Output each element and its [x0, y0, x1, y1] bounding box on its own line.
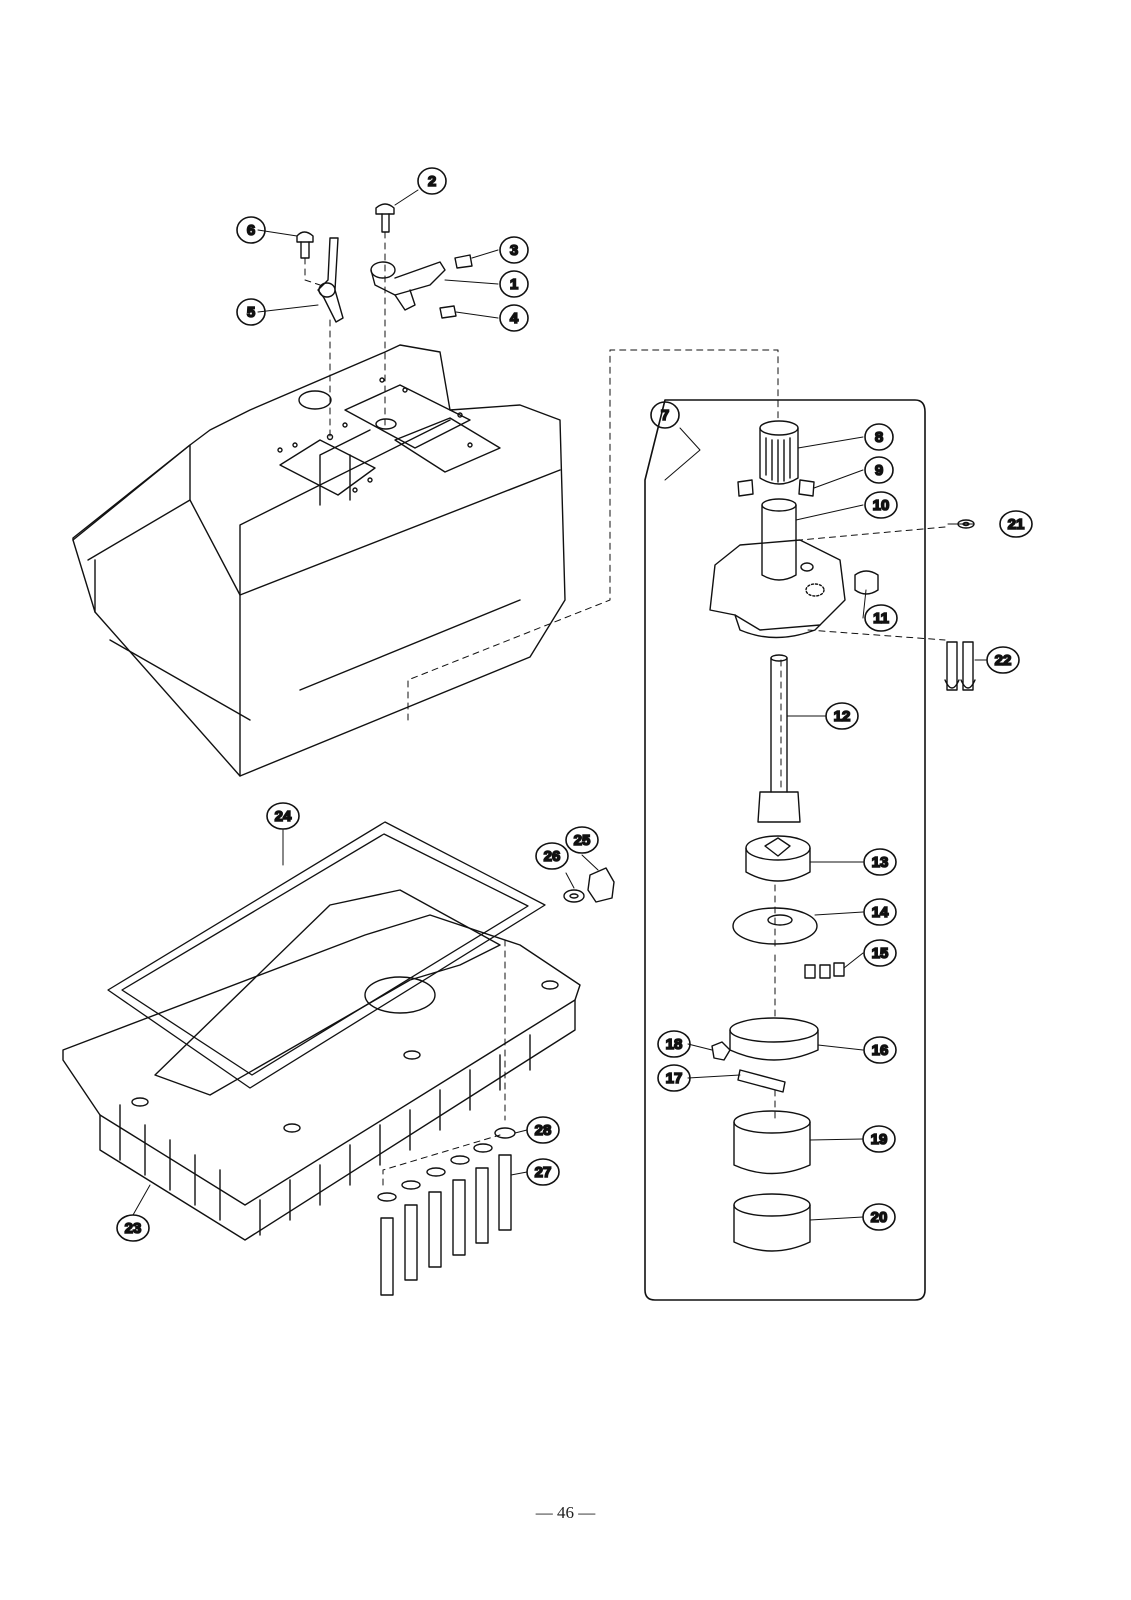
part-label: 5: [236, 298, 266, 326]
small-parts-group-top: [296, 203, 473, 323]
svg-text:18: 18: [666, 1036, 683, 1053]
part-label: 20: [862, 1203, 896, 1231]
svg-text:8: 8: [875, 429, 883, 446]
oil-pump-parts: [709, 420, 976, 1252]
part-label: 9: [864, 456, 894, 484]
pan-bolts-and-washers: [377, 1127, 516, 1296]
oil-pan-assembly: [62, 889, 581, 1241]
oil-pan-gasket: [107, 821, 546, 1089]
svg-text:1: 1: [510, 276, 518, 293]
drain-plug-parts: [563, 867, 615, 903]
svg-text:15: 15: [872, 945, 889, 962]
svg-text:3: 3: [510, 242, 518, 259]
svg-text:16: 16: [872, 1042, 889, 1059]
svg-text:17: 17: [666, 1070, 683, 1087]
part-label: 25: [565, 826, 599, 854]
svg-text:5: 5: [247, 304, 255, 321]
part-label: 26: [535, 842, 569, 870]
part-label: 1: [499, 270, 529, 298]
part-label: 6: [236, 216, 266, 244]
svg-text:13: 13: [872, 854, 889, 871]
part-label: 8: [864, 423, 894, 451]
part-label: 17: [657, 1064, 691, 1092]
part-label: 4: [499, 304, 529, 332]
svg-text:12: 12: [834, 708, 851, 725]
part-label: 13: [863, 848, 897, 876]
svg-text:22: 22: [995, 652, 1012, 669]
part-label: 14: [863, 898, 897, 926]
svg-text:28: 28: [535, 1122, 552, 1139]
part-label: 15: [863, 939, 897, 967]
svg-text:19: 19: [871, 1131, 888, 1148]
part-label: 10: [864, 491, 898, 519]
part-label: 12: [825, 702, 859, 730]
svg-text:14: 14: [872, 904, 889, 921]
svg-text:11: 11: [873, 610, 889, 627]
part-label: 7: [650, 401, 680, 429]
part-label: 18: [657, 1030, 691, 1058]
part-label: 11: [864, 604, 898, 632]
part-label: 19: [862, 1125, 896, 1153]
svg-text:4: 4: [510, 310, 519, 327]
svg-text:25: 25: [574, 832, 591, 849]
svg-text:21: 21: [1008, 516, 1025, 533]
svg-text:24: 24: [275, 808, 292, 825]
svg-text:7: 7: [661, 407, 669, 424]
svg-text:23: 23: [125, 1220, 142, 1237]
part-label: 21: [999, 510, 1033, 538]
part-label: 22: [986, 646, 1020, 674]
part-label: 3: [499, 236, 529, 264]
assembly-guide-lines: [304, 231, 946, 1186]
part-label: 24: [266, 802, 300, 830]
svg-text:2: 2: [428, 173, 436, 190]
svg-text:6: 6: [247, 222, 255, 239]
machine-bed-housing: [72, 344, 566, 777]
part-label: 2: [417, 167, 447, 195]
part-label: 27: [526, 1158, 560, 1186]
leader-lines: [132, 189, 988, 1221]
part-label: 23: [116, 1214, 150, 1242]
part-label: 28: [526, 1116, 560, 1144]
page-number: — 46 —: [535, 1503, 596, 1522]
svg-text:10: 10: [873, 497, 890, 514]
oil-pump-assembly-frame: [644, 399, 926, 1301]
part-label: 16: [863, 1036, 897, 1064]
svg-text:9: 9: [875, 462, 883, 479]
svg-text:20: 20: [871, 1209, 888, 1226]
part-callouts: 2 6 3 1 5 4 7 8 9 10 21 11 22 12 24 25 2…: [116, 167, 1033, 1242]
svg-text:26: 26: [544, 848, 561, 865]
svg-text:27: 27: [535, 1164, 552, 1181]
